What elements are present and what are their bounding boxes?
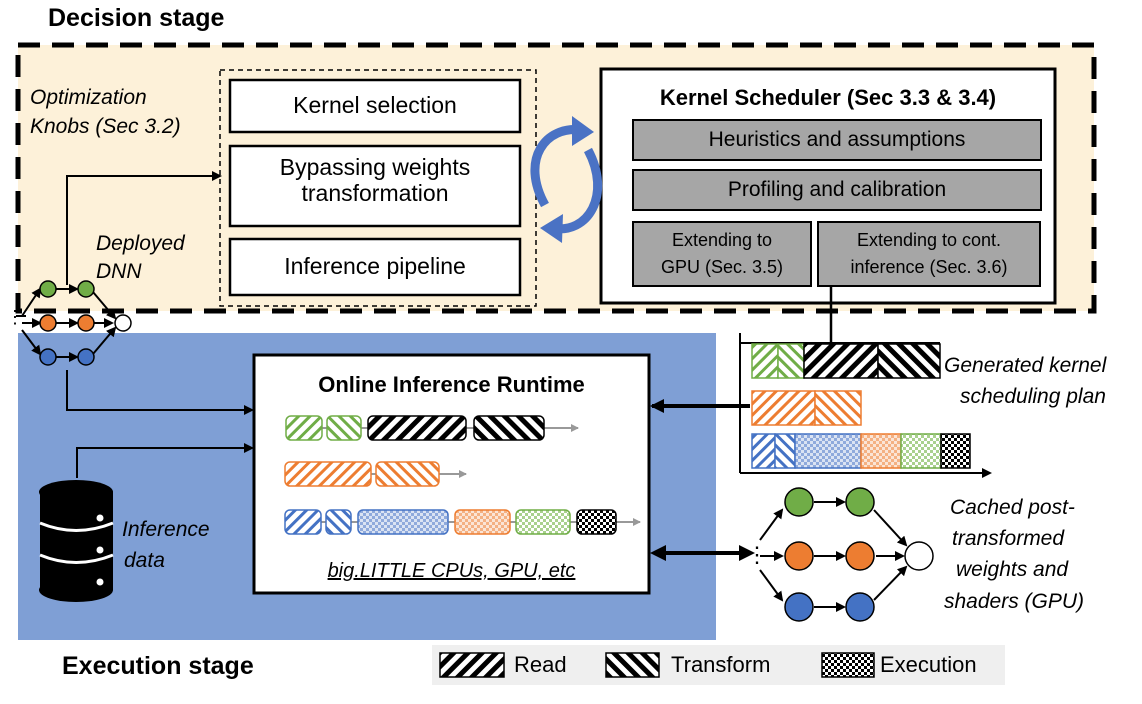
rt-b-trans: [325, 509, 352, 535]
cont-label-line2: inference (Sec. 3.6): [850, 257, 1008, 277]
plan-o-exec: [860, 433, 902, 469]
plan-g-exec: [900, 433, 942, 469]
data-to-runtime-line: [76, 443, 254, 478]
plan-g-trans: [777, 343, 805, 379]
rt-o-read: [284, 461, 372, 487]
svg-text:⋮: ⋮: [6, 307, 24, 327]
rt-k-exec: [576, 509, 617, 535]
knobs-title-line2: Knobs (Sec 3.2): [30, 115, 181, 138]
plan-o-trans: [814, 390, 862, 426]
heuristics-label: Heuristics and assumptions: [708, 128, 966, 151]
cached-line1: Cached post-: [950, 496, 1075, 519]
rt-o-trans: [375, 461, 440, 487]
gpu-label-line2: GPU (Sec. 3.5): [660, 257, 784, 277]
plan-o-read: [751, 390, 816, 426]
legend-execution-swatch: [821, 652, 875, 678]
cached-line4: shaders (GPU): [944, 590, 1085, 613]
inference-pipeline-label: Inference pipeline: [284, 253, 466, 279]
rt-k-read: [367, 415, 467, 441]
rt-b-read: [284, 509, 322, 535]
gpu-box: [632, 221, 812, 287]
profiling-box: [632, 169, 1042, 211]
deployed-dnn-line1: Deployed: [96, 232, 185, 255]
legend-panel: [432, 645, 1005, 685]
plan-b-trans: [774, 433, 796, 469]
rt-g-trans: [326, 415, 362, 441]
rt-g-exec: [515, 509, 571, 535]
cycle-arrow-bottom: [551, 147, 603, 234]
heuristics-box: [632, 119, 1042, 161]
legend-transform-swatch: [605, 652, 660, 678]
deployed-dnn-graph: ⋮: [6, 280, 132, 366]
plan-label-line1: Generated kernel: [944, 354, 1107, 377]
cached-line2: transformed: [952, 527, 1065, 550]
kernel-selection-box: [228, 78, 522, 134]
plan-k-exec: [940, 433, 971, 469]
cycle-arrow-top: [530, 125, 583, 208]
dnn-to-runtime-line: [66, 370, 254, 415]
cycle-arrow-bottom-head: [540, 214, 563, 243]
decision-stage-label: Decision stage: [48, 4, 225, 32]
inference-pipeline-box: [228, 237, 522, 297]
legend-transform-label: Transform: [671, 652, 771, 677]
plan-b-exec: [794, 433, 862, 469]
plan-k-read: [803, 343, 879, 379]
plan-k-trans: [877, 343, 941, 379]
execution-stage-label: Execution stage: [62, 652, 254, 680]
rt-g-read: [285, 415, 323, 441]
legend-read-swatch: [439, 652, 505, 678]
plan-g-read: [751, 343, 779, 379]
bypassing-label: Bypassing weights transformation: [279, 154, 471, 207]
scheduler-title: Kernel Scheduler (Sec 3.3 & 3.4): [659, 85, 997, 110]
cont-label-line1: Extending to cont.: [856, 230, 1002, 250]
gpu-label-line1: Extending to: [671, 230, 773, 250]
svg-text:⋮: ⋮: [746, 542, 768, 567]
runtime-title: Online Inference Runtime: [318, 372, 585, 397]
inference-data-line1: Inference: [122, 518, 210, 541]
dnn-to-knobs-line: [66, 171, 222, 285]
cached-dnn-graph: ⋮: [746, 487, 934, 622]
bypassing-box: [228, 144, 522, 228]
knobs-title-line1: Optimization: [30, 86, 147, 109]
plan-b-read: [751, 433, 776, 469]
rt-k-trans: [473, 415, 545, 441]
rt-o-exec: [454, 509, 511, 535]
runtime-subtitle: big.LITTLE CPUs, GPU, etc: [327, 560, 576, 582]
cycle-arrow-top-head: [572, 116, 594, 146]
legend-read-label: Read: [514, 652, 567, 677]
cont-box: [817, 221, 1041, 287]
rt-b-exec: [357, 509, 449, 535]
inference-data-line2: data: [124, 549, 165, 572]
plan-label-line2: scheduling plan: [960, 385, 1106, 408]
deployed-dnn-line2: DNN: [96, 260, 142, 283]
cached-line3: weights and: [956, 558, 1069, 581]
database-icon: [39, 480, 114, 602]
profiling-label: Profiling and calibration: [727, 178, 947, 201]
legend-execution-label: Execution: [880, 652, 977, 677]
kernel-selection-label: Kernel selection: [293, 92, 457, 118]
